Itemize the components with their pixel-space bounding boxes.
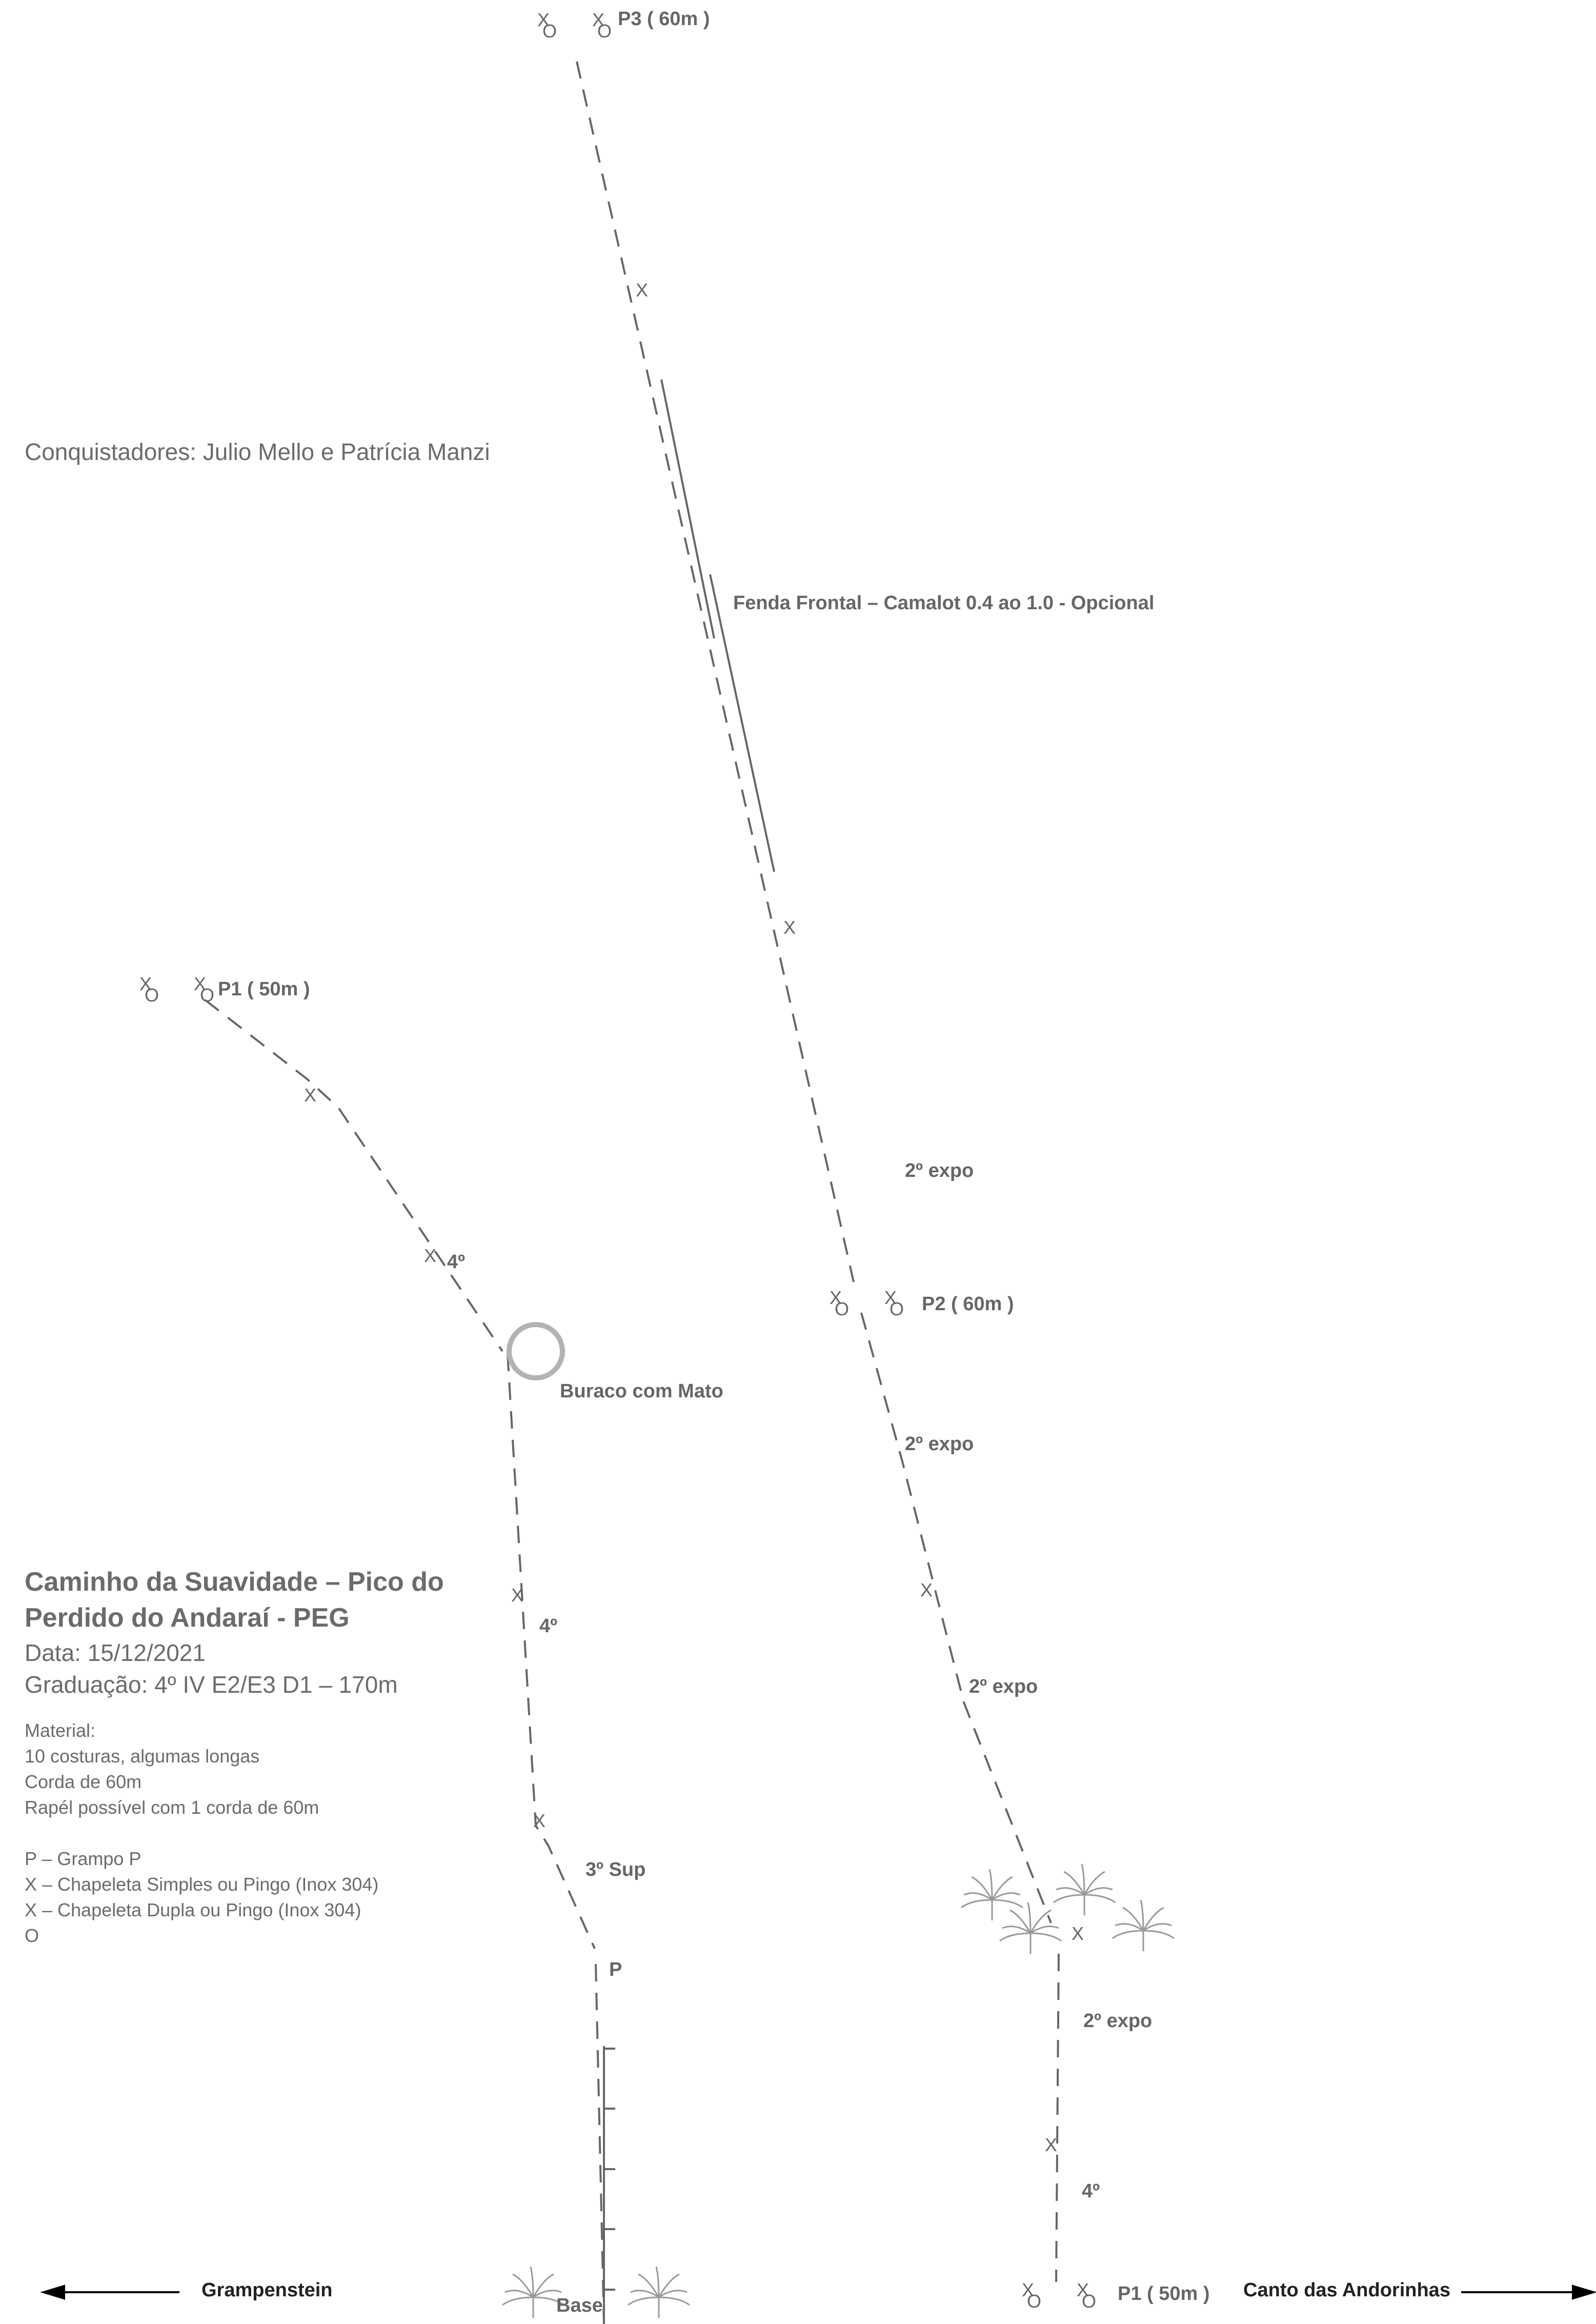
bolt-mark: X	[830, 1287, 842, 1308]
bolt-mark: X	[1045, 2134, 1058, 2155]
grade-expo-label: 2º expo	[905, 1160, 974, 1181]
ring-mark: O	[542, 21, 557, 42]
right-route-upper-line	[576, 61, 855, 1283]
tuft-base-1	[501, 2266, 565, 2319]
grade-4-label: 4º	[539, 1615, 558, 1637]
bolt-mark: X	[636, 279, 649, 300]
material-item: Corda de 60m	[25, 1771, 142, 1792]
route-grade: Graduação: 4º IV E2/E3 D1 – 170m	[25, 1671, 398, 1698]
crack-label: Fenda Frontal – Camalot 0.4 ao 1.0 - Opc…	[733, 592, 1155, 614]
hole-circle	[507, 1322, 565, 1380]
bolt-mark: X	[1077, 2279, 1089, 2300]
left-p1-label: P1 ( 50m )	[218, 978, 310, 1000]
bolt-mark: X	[1022, 2279, 1035, 2300]
tuft-right-2	[999, 1901, 1062, 1955]
bolt-mark: X	[194, 973, 207, 994]
bolt-mark: X	[592, 9, 605, 30]
right-p3-label: P3 ( 60m )	[618, 8, 710, 30]
material-heading: Material:	[25, 1720, 96, 1741]
ring-mark: O	[835, 1298, 850, 1319]
material-item: Rapél possível com 1 corda de 60m	[25, 1797, 319, 1818]
grade-4-label: 4º	[1082, 2180, 1100, 2202]
ring-mark: O	[145, 985, 159, 1006]
route-title-line2: Perdido do Andaraí - PEG	[25, 1603, 350, 1633]
credits-text: Conquistadores: Julio Mello e Patrícia M…	[25, 438, 490, 465]
left-route-lower-line	[507, 1353, 596, 1949]
legend-piton: P – Grampo P	[25, 1848, 142, 1869]
bolt-mark: X	[783, 917, 796, 938]
left-route-base-line	[595, 1964, 605, 2323]
right-route-middle-line	[860, 1312, 1052, 1924]
base-label: Base	[556, 2295, 603, 2316]
bolt-mark: X	[533, 1810, 546, 1831]
right-p2-label: P2 ( 60m )	[922, 1293, 1014, 1315]
legend-ring: O	[25, 1925, 39, 1946]
bolt-mark: X	[139, 973, 152, 994]
route-date: Data: 15/12/2021	[25, 1639, 206, 1666]
ring-mark: O	[1027, 2291, 1042, 2312]
base-ladder	[603, 2046, 615, 2324]
tuft-base-2	[627, 2266, 691, 2319]
bolt-mark: X	[1072, 1923, 1084, 1944]
ring-mark: O	[1082, 2291, 1097, 2312]
crack-line-right	[709, 574, 775, 872]
direction-left-label: Grampenstein	[201, 2279, 333, 2301]
grade-expo-label: 2º expo	[905, 1433, 974, 1455]
route-title-line1: Caminho da Suavidade – Pico do	[25, 1567, 444, 1597]
bolt-mark: X	[511, 1585, 524, 1606]
bolt-mark: X	[424, 1245, 437, 1266]
grade-4-label: 4º	[447, 1251, 466, 1273]
right-route-lower-line	[1055, 1953, 1060, 2282]
bolt-mark: X	[884, 1287, 897, 1308]
ring-mark: O	[597, 21, 612, 42]
crack-line-left	[660, 379, 715, 639]
grade-expo-label: 2º expo	[1083, 2010, 1153, 2032]
bolt-mark: X	[304, 1085, 317, 1106]
right-p1-label: P1 ( 50m )	[1118, 2283, 1210, 2305]
legend-double-bolt: X – Chapeleta Dupla ou Pingo (Inox 304)	[25, 1899, 361, 1920]
bolt-mark: X	[537, 9, 550, 30]
left-route-upper-line	[204, 999, 503, 1352]
piton-label: P	[609, 1959, 622, 1980]
ring-mark: O	[200, 985, 215, 1006]
tuft-right-4	[1112, 1899, 1175, 1952]
grade-expo-label: 2º expo	[969, 1676, 1038, 1697]
ring-mark: O	[890, 1298, 904, 1319]
grade-3sup-label: 3º Sup	[585, 1859, 646, 1880]
material-item: 10 costuras, algumas longas	[25, 1746, 260, 1767]
bolt-mark: X	[920, 1579, 933, 1600]
hole-label: Buraco com Mato	[560, 1380, 723, 1402]
tuft-right-3	[1053, 1863, 1116, 1916]
direction-right-label: Canto das Andorinhas	[1243, 2279, 1450, 2301]
legend-single-bolt: X – Chapeleta Simples ou Pingo (Inox 304…	[25, 1874, 379, 1895]
